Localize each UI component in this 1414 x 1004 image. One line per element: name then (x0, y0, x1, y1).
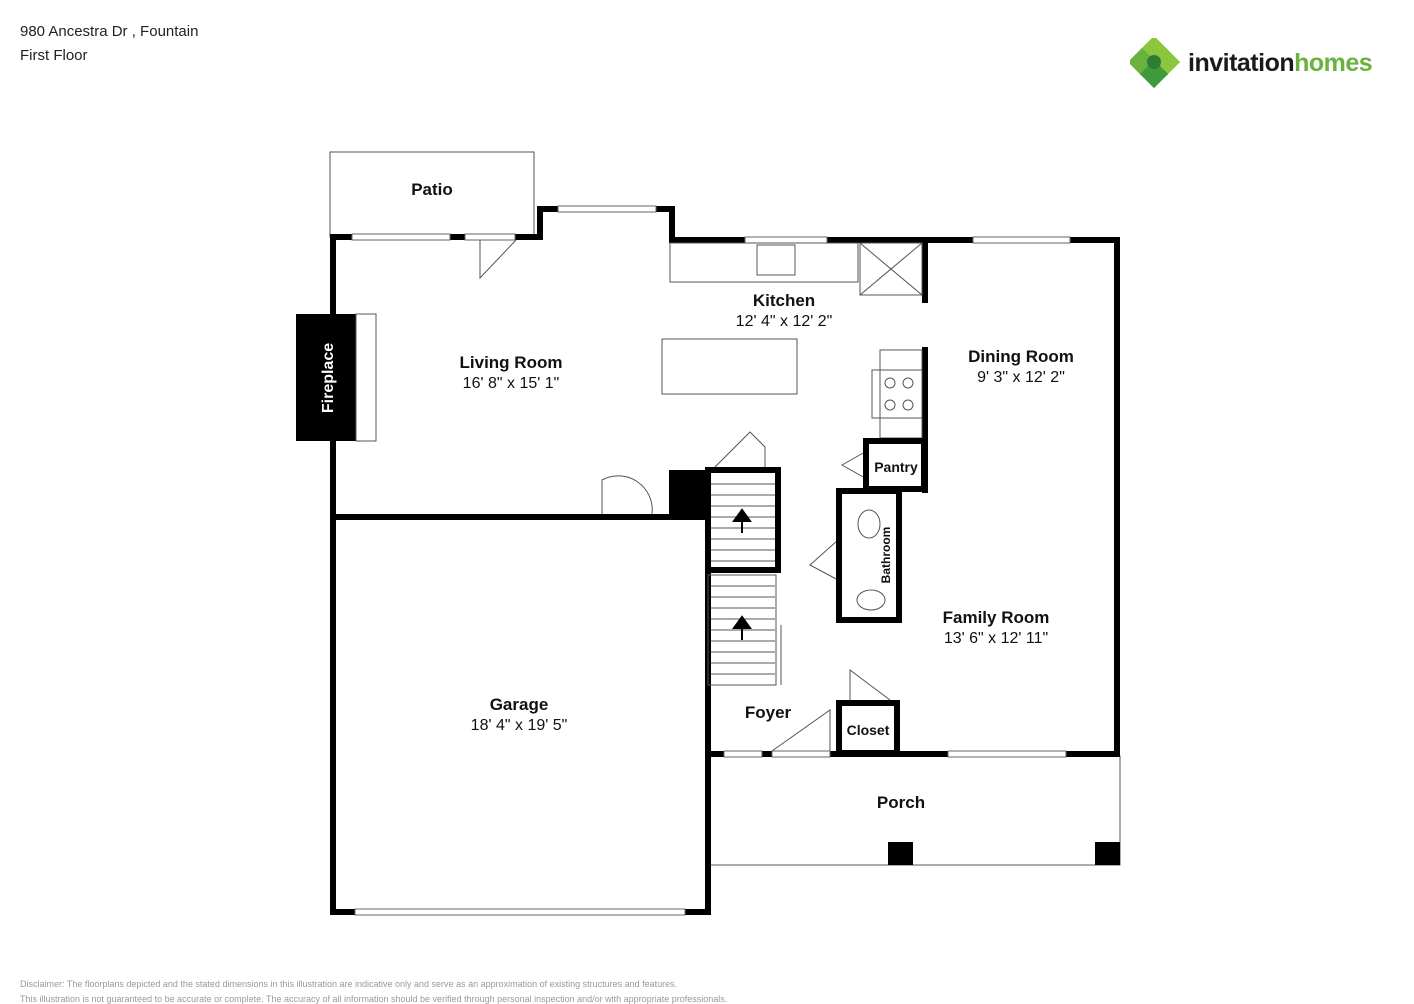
door-swing (479, 239, 517, 280)
living-room-label: Living Room (460, 353, 563, 372)
wall-block (669, 470, 707, 517)
foyer-label: Foyer (745, 703, 792, 722)
disclaimer-line-1: Disclaimer: The floorplans depicted and … (20, 979, 678, 989)
kitchen-sink-icon (756, 244, 796, 276)
toilet-icon (857, 509, 881, 539)
closet (836, 700, 900, 756)
patio-label: Patio (411, 180, 453, 199)
bathroom-label: Bathroom (879, 527, 893, 584)
door-swing (771, 709, 831, 752)
patio-door[interactable] (464, 233, 516, 241)
door-swing (601, 475, 653, 515)
garage-dims: 18' 4" x 19' 5" (471, 717, 568, 734)
porch-label: Porch (877, 793, 925, 812)
living-room-dims: 16' 8" x 15' 1" (463, 375, 560, 392)
disclaimer-line-2: This illustration is not guaranteed to b… (20, 994, 728, 1004)
hearth (355, 313, 377, 442)
door-swing (809, 539, 839, 581)
dining-room-label: Dining Room (968, 347, 1074, 366)
stairs-up-arrow-icon (732, 615, 752, 640)
stove-counter (879, 349, 923, 439)
kitchen-counter (669, 242, 859, 283)
family-room-label: Family Room (943, 608, 1050, 627)
window (557, 205, 657, 213)
pantry-label: Pantry (874, 459, 918, 475)
floor-label: First Floor (20, 47, 88, 64)
refrigerator (859, 242, 923, 296)
window (351, 233, 451, 241)
door-swing (840, 451, 866, 479)
dining-room-dims: 9' 3" x 12' 2" (977, 369, 1065, 386)
door-swing (714, 431, 766, 468)
kitchen-island (661, 338, 798, 395)
front-door[interactable] (771, 750, 831, 758)
stairs (705, 467, 782, 686)
invitation-homes-logo: invitationhomes (1130, 38, 1373, 88)
garage-door[interactable] (354, 908, 686, 916)
stove-icon (871, 369, 923, 419)
kitchen-dims: 12' 4" x 12' 2" (736, 313, 833, 330)
stairs-up-arrow-icon (732, 508, 752, 533)
family-room-dims: 13' 6" x 12' 11" (944, 630, 1048, 647)
window (723, 750, 763, 758)
garage-label: Garage (490, 695, 549, 714)
garage-wall (330, 514, 711, 915)
logo-mark-icon (1130, 38, 1180, 88)
kitchen-label: Kitchen (753, 291, 815, 310)
sink-icon (856, 589, 886, 611)
fireplace (296, 314, 356, 441)
fireplace-label: Fireplace (320, 343, 337, 413)
bathroom (836, 488, 902, 623)
window (972, 236, 1071, 244)
closet-label: Closet (847, 722, 890, 738)
window (744, 236, 828, 244)
porch-post (1095, 842, 1120, 865)
logo-text-invitation: invitation (1188, 48, 1295, 77)
window (947, 750, 1067, 758)
porch-post (888, 842, 913, 865)
address: 980 Ancestra Dr , Fountain (20, 23, 199, 40)
logo-text-homes: homes (1294, 48, 1373, 77)
door-swing (849, 669, 891, 701)
